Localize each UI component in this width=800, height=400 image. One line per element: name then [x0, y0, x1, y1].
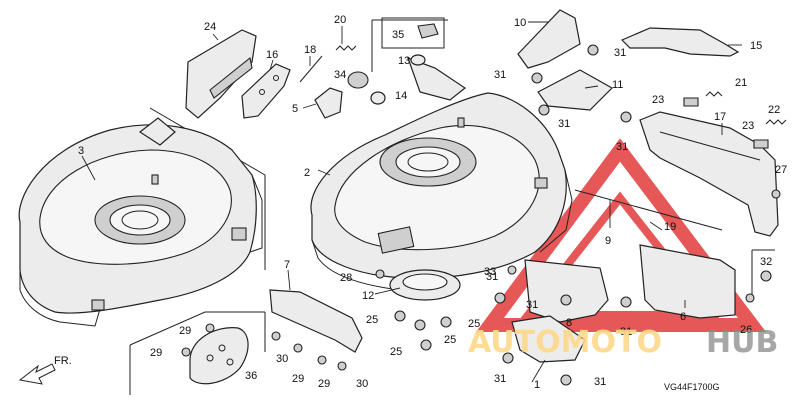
discharge-cover-8	[524, 259, 609, 323]
callout-20: 20	[334, 14, 346, 26]
watermark-text-primary: AUTOMOTO	[468, 325, 662, 360]
callout-16: 16	[266, 49, 278, 61]
callout-33: 33	[484, 266, 496, 278]
plate-11	[537, 69, 613, 111]
callout-23a: 23	[652, 94, 664, 106]
callout-31d: 31	[616, 141, 628, 153]
callout-8: 8	[566, 317, 572, 329]
lower-bracket-1	[511, 315, 586, 363]
callout-25b: 25	[444, 334, 456, 346]
hardware	[181, 44, 787, 386]
front-bar-7	[269, 289, 363, 353]
callout-29d: 29	[318, 378, 330, 390]
callout-31h: 31	[494, 373, 506, 385]
callout-17: 17	[714, 111, 726, 123]
callout-31f: 31	[526, 299, 538, 311]
callout-36: 36	[245, 370, 257, 382]
rear-cover-17	[639, 111, 779, 237]
rear-deflector	[185, 29, 257, 119]
callout-2: 2	[304, 167, 310, 179]
callout-34: 34	[334, 69, 346, 81]
rod-18	[299, 55, 323, 83]
callout-26: 26	[740, 324, 752, 336]
callouts: 1 2 3 5 6 7 8 9 10 11 12 13 14 15 16 17 …	[78, 14, 787, 391]
callout-14: 14	[395, 90, 407, 102]
callout-6: 6	[680, 311, 686, 323]
callout-30a: 30	[276, 353, 288, 365]
callout-13: 13	[398, 55, 410, 67]
callout-32: 32	[760, 256, 772, 268]
front-label: FR.	[54, 355, 72, 367]
front-arrow-icon	[18, 363, 56, 385]
leader-lines	[81, 21, 742, 383]
rear-flap-6	[639, 244, 736, 319]
callout-19: 19	[664, 221, 676, 233]
callout-25c: 25	[468, 318, 480, 330]
callout-31c: 31	[558, 118, 570, 130]
grommet-box	[381, 17, 445, 49]
diagram-code: VG44F1700G	[664, 382, 720, 392]
callout-31g: 31	[620, 326, 632, 338]
mower-deck-left	[18, 117, 263, 327]
callout-25a: 25	[366, 314, 378, 326]
callout-12: 12	[362, 290, 374, 302]
callout-3: 3	[78, 145, 84, 157]
arm-plate-5	[314, 87, 343, 119]
callout-15: 15	[750, 40, 762, 52]
callout-29b: 29	[150, 347, 162, 359]
small-parts-top	[347, 23, 439, 105]
disc-12	[389, 269, 461, 301]
shaft-19	[574, 189, 723, 231]
callout-29a: 29	[179, 325, 191, 337]
callout-22: 22	[768, 104, 780, 116]
callout-24: 24	[204, 21, 216, 33]
wheel-cover-36	[189, 327, 249, 385]
callout-9: 9	[605, 235, 611, 247]
callout-29c: 29	[292, 373, 304, 385]
callout-31i: 31	[594, 376, 606, 388]
side-cover-10	[517, 9, 581, 69]
callout-27: 27	[775, 164, 787, 176]
bracket-16	[241, 63, 291, 119]
callout-23b: 23	[742, 120, 754, 132]
spring-20	[335, 45, 357, 51]
callout-31a: 31	[614, 47, 626, 59]
callout-5: 5	[292, 103, 298, 115]
callout-30b: 30	[356, 378, 368, 390]
callout-7: 7	[284, 259, 290, 271]
callout-11: 11	[612, 79, 623, 91]
callout-28: 28	[340, 272, 352, 284]
callout-31b: 31	[494, 69, 506, 81]
callout-31e: 31	[486, 271, 498, 283]
watermark-text-secondary: HUB	[706, 325, 778, 360]
callout-18: 18	[304, 44, 316, 56]
handle-bracket-15	[620, 27, 740, 57]
callout-25d: 25	[390, 346, 402, 358]
callout-10: 10	[514, 17, 526, 29]
callout-35: 35	[392, 29, 404, 41]
mower-deck-main	[310, 56, 573, 291]
callout-21: 21	[735, 77, 747, 89]
callout-1: 1	[534, 379, 540, 391]
